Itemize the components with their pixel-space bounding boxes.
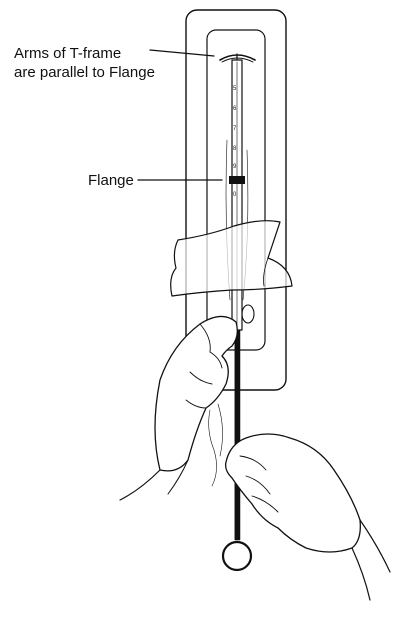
right-gloved-hand: [224, 433, 361, 553]
tube-scale: 5 6 7 8 9 0: [233, 86, 237, 198]
tube-scale-mark: 9: [233, 164, 237, 170]
arms-label: Arms of T-frame are parallel to Flange: [14, 44, 155, 82]
tube-scale-mark: 0: [233, 192, 237, 198]
flange-label: Flange: [88, 172, 134, 189]
tube-scale-mark: 8: [233, 146, 237, 152]
plunger-rod: [234, 329, 241, 541]
arms-label-line-1: Arms of T-frame: [14, 45, 122, 62]
arms-arrow: [149, 49, 215, 57]
left-gloved-hand: [154, 315, 238, 472]
flange: [229, 176, 245, 184]
arms-label-line-2: are parallel to Flange: [14, 64, 155, 81]
tube-scale-mark: 6: [233, 106, 237, 112]
tube-scale-mark: 7: [233, 126, 237, 132]
plunger-ring: [221, 540, 253, 572]
tube-scale-mark: 5: [233, 86, 237, 92]
peeled-wrapper: [170, 220, 293, 297]
